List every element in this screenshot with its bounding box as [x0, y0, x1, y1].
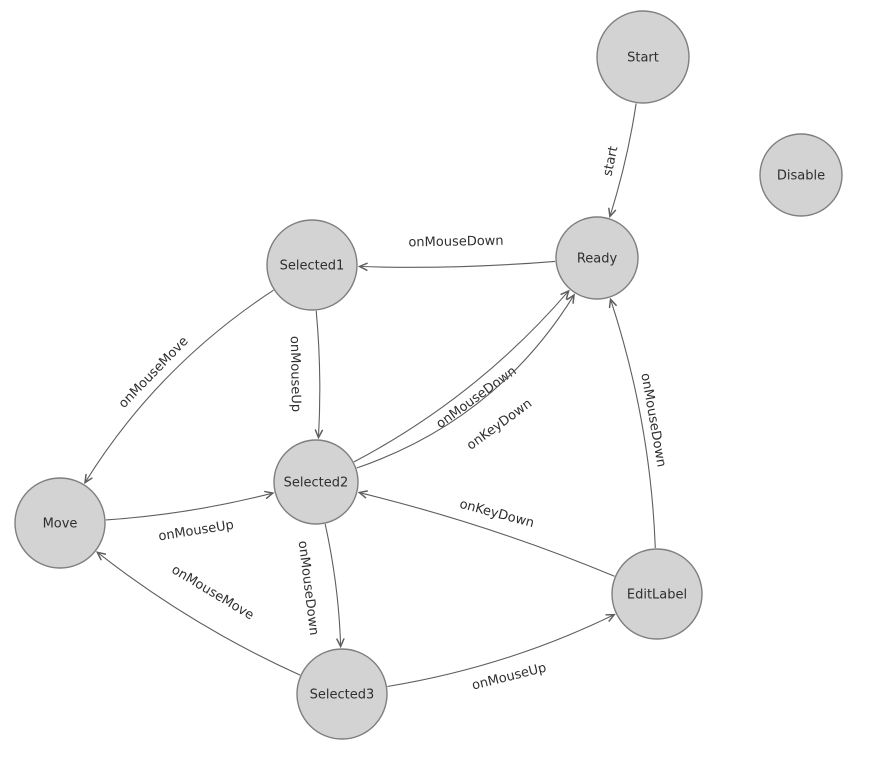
state-circle-disable	[759, 133, 843, 217]
transition-label-ready-selected1: onMouseDown	[408, 234, 503, 251]
transition-ready-selected1[interactable]	[360, 260, 556, 267]
transition-label-editlabel-ready: onMouseDown	[637, 372, 668, 468]
state-circle-start	[596, 10, 690, 104]
transition-label-start-ready: start	[601, 145, 622, 178]
state-node-ready[interactable]: Ready	[555, 216, 639, 300]
state-circle-move	[14, 477, 106, 569]
state-circle-editlabel	[611, 548, 703, 640]
state-node-disable[interactable]: Disable	[759, 133, 843, 217]
transition-label-selected3-move: onMouseMove	[169, 562, 257, 623]
transition-editlabel-ready[interactable]	[611, 300, 656, 549]
transition-selected2-ready[interactable]	[353, 291, 568, 463]
transition-label-move-selected2: onMouseUp	[157, 518, 235, 545]
transition-start-ready[interactable]	[610, 103, 637, 217]
state-label-selected2: Selected2	[284, 476, 349, 491]
state-label-move: Move	[43, 517, 78, 532]
state-node-selected2[interactable]: Selected2	[273, 439, 359, 525]
transition-selected1-move[interactable]	[85, 289, 274, 482]
state-node-editlabel[interactable]: EditLabel	[611, 548, 703, 640]
state-node-start[interactable]: Start	[596, 10, 690, 104]
state-label-ready: Ready	[577, 252, 618, 267]
state-label-selected1: Selected1	[280, 259, 345, 274]
transition-editlabel-selected2[interactable]	[360, 493, 615, 577]
state-label-selected3: Selected3	[310, 688, 375, 703]
transition-selected3-editlabel[interactable]	[387, 615, 613, 688]
state-circle-ready	[555, 216, 639, 300]
state-node-move[interactable]: Move	[14, 477, 106, 569]
transition-selected2-ready[interactable]	[356, 295, 574, 469]
state-node-selected1[interactable]: Selected1	[266, 219, 358, 311]
state-circle-selected3	[296, 648, 388, 740]
transition-label-selected1-selected2: onMouseUp	[287, 336, 303, 412]
transition-selected3-move[interactable]	[98, 553, 301, 676]
state-label-start: Start	[627, 51, 659, 66]
state-circle-selected2	[273, 439, 359, 525]
transition-selected2-selected3[interactable]	[324, 523, 340, 646]
state-circle-selected1	[266, 219, 358, 311]
transition-label-editlabel-selected2: onKeyDown	[458, 497, 536, 531]
state-label-editlabel: EditLabel	[627, 588, 687, 603]
state-node-selected3[interactable]: Selected3	[296, 648, 388, 740]
transition-label-selected1-move: onMouseMove	[116, 334, 192, 411]
state-label-disable: Disable	[777, 169, 825, 184]
transition-label-selected2-selected3: onMouseDown	[295, 540, 321, 636]
transition-move-selected2[interactable]	[105, 493, 273, 521]
transition-selected1-selected2[interactable]	[316, 310, 320, 437]
